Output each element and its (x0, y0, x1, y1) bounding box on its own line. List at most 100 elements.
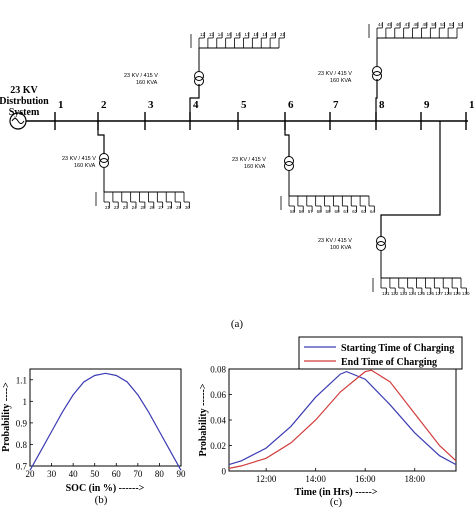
time-chart-legend: Starting Time of Charging End Time of Ch… (298, 336, 463, 370)
lv-node-label: 126 (426, 291, 434, 296)
bus-label: 7 (333, 99, 339, 111)
lv-node-label: 62 (352, 209, 358, 214)
end-time-series-line (228, 369, 457, 469)
transformer-coil-secondary (372, 71, 382, 81)
lv-node-label: 21 (280, 32, 286, 37)
caption-a: (a) (231, 318, 244, 330)
lv-node-label: 129 (453, 291, 461, 296)
start-time-series-line (228, 370, 457, 466)
legend-end-label: End Time of Charging (341, 357, 437, 368)
time-y-label: Probability -----> (198, 383, 209, 456)
lv-node-label: 125 (418, 291, 426, 296)
lv-node-label: 127 (435, 291, 443, 296)
lv-node-label: 61 (343, 209, 349, 214)
connector-line (189, 84, 200, 121)
lv-node-label: 21 (105, 205, 111, 210)
lv-node-label: 16 (236, 32, 242, 37)
lv-node-label: 24 (132, 205, 138, 210)
transformer-rating-line1: 23 KV / 415 V (232, 157, 266, 163)
time-x-label: Time (in Hrs) -----> (295, 487, 378, 498)
time-y-tick-label: 0.02 (210, 441, 226, 451)
lv-node-label: 26 (149, 205, 155, 210)
source-label-line1: 23 KV (10, 85, 38, 96)
lv-node-label: 49 (422, 22, 428, 27)
lv-node-label: 17 (244, 32, 250, 37)
lv-node-label: 15 (227, 32, 233, 37)
soc-y-tick-label: 0.8 (16, 440, 28, 450)
lv-node-label: 27 (158, 205, 164, 210)
lv-node-label: 130 (462, 291, 470, 296)
connector-line (380, 121, 441, 237)
caption-c: (c) (330, 496, 343, 508)
bus-label: 5 (241, 99, 247, 111)
bus-label: 4 (193, 99, 199, 111)
bus-label: 9 (424, 99, 430, 111)
soc-y-tick-label: 1.1 (16, 375, 27, 385)
transformer-rating-line2: 160 KVA (136, 80, 158, 86)
soc-x-tick-label: 60 (112, 469, 122, 479)
soc-y-tick-label: 0.7 (16, 462, 28, 472)
time-y-ticks: 00.020.040.060.08 (210, 365, 232, 477)
lv-node-label: 51 (440, 22, 446, 27)
lv-node-label: 14 (218, 32, 224, 37)
transformer-coil-secondary (99, 158, 109, 168)
source-label-line2: Distrbution (0, 96, 49, 107)
transformer-rating-line1: 23 KV / 415 V (124, 73, 158, 79)
soc-plot-area (29, 368, 182, 467)
soc-y-tick-label: 1 (23, 397, 28, 407)
bus-label: 8 (379, 99, 385, 111)
lv-node-label: 46 (396, 22, 402, 27)
transformer-rating-line2: 160 KVA (244, 164, 266, 170)
lv-node-label: 63 (361, 209, 367, 214)
connector-line (284, 121, 290, 157)
transformer-rating-line1: 23 KV / 415 V (318, 71, 352, 77)
transformer-coil-secondary (284, 161, 294, 171)
soc-x-tick-label: 80 (155, 469, 165, 479)
lv-node-label: 20 (271, 32, 277, 37)
bus-label: 1 (58, 99, 64, 111)
transformer-icon (99, 153, 109, 168)
soc-x-tick-label: 30 (47, 469, 57, 479)
caption-b: (b) (95, 494, 108, 506)
lv-node-label: 45 (387, 22, 393, 27)
soc-series-line (29, 372, 182, 471)
time-x-tick-label: 12:00 (256, 474, 277, 484)
lv-node-label: 122 (391, 291, 399, 296)
lv-node-label: 59 (326, 209, 332, 214)
source-label-line3: System (9, 107, 40, 118)
lv-node-label: 56 (299, 209, 305, 214)
lv-node-label: 18 (253, 32, 259, 37)
transformer-icon (372, 66, 382, 81)
lv-node-label: 60 (334, 209, 340, 214)
lv-node-label: 50 (431, 22, 437, 27)
bus-label: 10 (469, 99, 474, 111)
lv-node-label: 19 (262, 32, 268, 37)
lv-node-label: 58 (317, 209, 323, 214)
transformer-coil-secondary (376, 241, 386, 251)
time-x-tick-label: 14:00 (305, 474, 326, 484)
bus-label: 3 (148, 99, 154, 111)
lv-node-label: 29 (176, 205, 182, 210)
lv-node-label: 28 (167, 205, 173, 210)
time-plot-area (228, 368, 457, 472)
soc-x-label: SOC (in %) ------> (66, 483, 145, 494)
lv-node-label: 22 (114, 205, 120, 210)
lv-node-label: 121 (382, 291, 390, 296)
soc-x-tick-label: 20 (26, 469, 36, 479)
transformer-rating-line1: 23 KV / 415 V (318, 238, 352, 244)
transformer-rating-line1: 23 KV / 415 V (62, 156, 96, 162)
lv-node-label: 55 (290, 209, 296, 214)
transformer-rating-line2: 160 KVA (330, 78, 352, 84)
soc-x-tick-label: 70 (133, 469, 143, 479)
lv-node-label: 13 (209, 32, 215, 37)
connector-line (97, 121, 105, 154)
soc-y-tick-label: 0.9 (16, 418, 28, 428)
transformer-coil-secondary (194, 76, 204, 86)
